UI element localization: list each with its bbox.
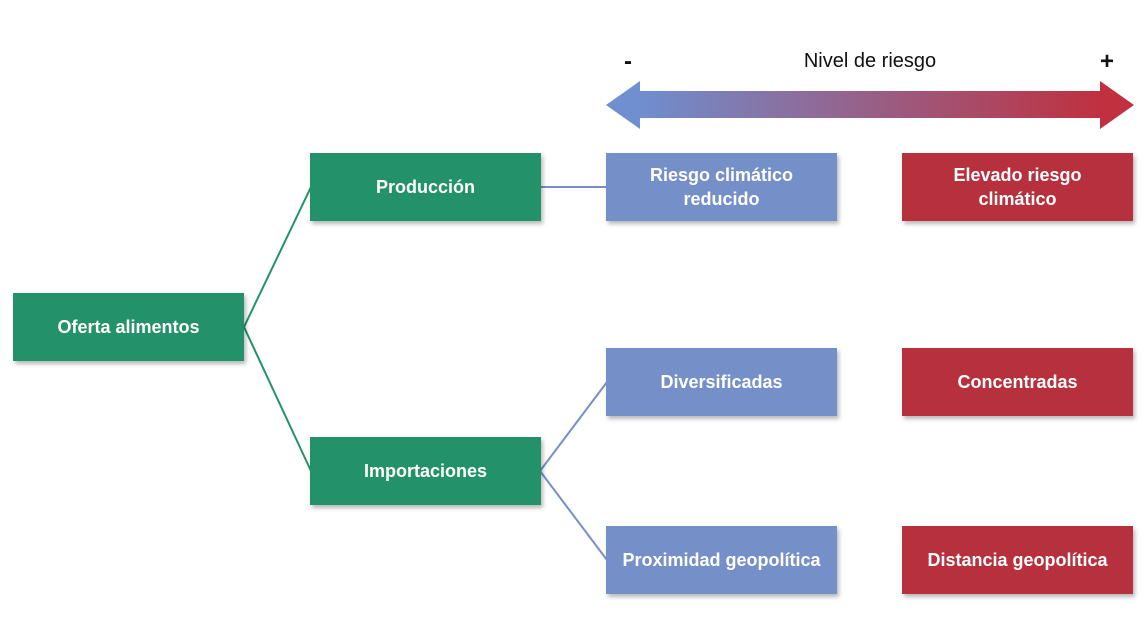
node-diversificadas: Diversificadas [606, 348, 837, 416]
node-distancia-geopolitica: Distancia geopolítica [902, 526, 1133, 594]
node-riesgo-climatico-reducido: Riesgo climático reducido [606, 153, 837, 221]
node-produccion: Producción [310, 153, 541, 221]
plus-label: + [1100, 48, 1115, 75]
node-oferta-alimentos: Oferta alimentos [13, 293, 244, 361]
connector-importaciones-diversificadas [539, 381, 608, 472]
node-elevado-riesgo-climatico: Elevado riesgo climático [902, 153, 1133, 221]
minus-label: - [624, 48, 632, 75]
connector-root-importaciones [243, 326, 312, 472]
connector-importaciones-proximidad [539, 470, 608, 561]
node-importaciones: Importaciones [310, 437, 541, 505]
node-proximidad-geopolitica: Proximidad geopolítica [606, 526, 837, 594]
risk-scale-arrow [606, 81, 1134, 129]
arrow-right-head [1100, 81, 1134, 129]
connector-root-produccion [243, 186, 312, 328]
node-concentradas: Concentradas [902, 348, 1133, 416]
risk-scale-title: Nivel de riesgo [803, 50, 937, 72]
arrow-left-head [606, 81, 640, 129]
